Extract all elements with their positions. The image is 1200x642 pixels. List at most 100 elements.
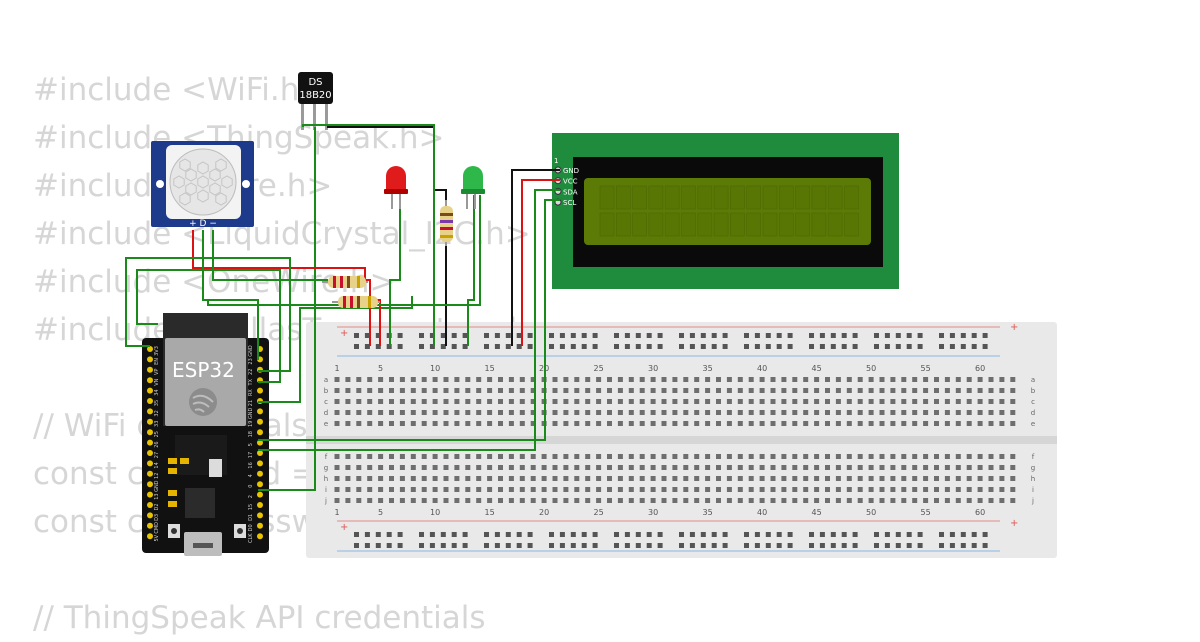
breadboard-hole[interactable] — [912, 388, 918, 393]
rail-hole[interactable] — [592, 532, 598, 537]
rail-hole[interactable] — [689, 532, 695, 537]
breadboard-hole[interactable] — [814, 487, 820, 492]
breadboard-hole[interactable] — [639, 399, 645, 404]
breadboard-hole[interactable] — [421, 476, 427, 481]
rail-hole[interactable] — [884, 543, 890, 548]
breadboard-hole[interactable] — [465, 465, 471, 470]
rail-hole[interactable] — [397, 543, 403, 548]
breadboard-hole[interactable] — [923, 465, 929, 470]
breadboard-hole[interactable] — [716, 410, 721, 415]
breadboard-hole[interactable] — [639, 454, 645, 459]
breadboard-hole[interactable] — [890, 410, 896, 415]
breadboard-hole[interactable] — [716, 487, 721, 492]
breadboard-hole[interactable] — [759, 377, 765, 382]
breadboard-hole[interactable] — [835, 421, 841, 426]
breadboard-hole[interactable] — [356, 465, 362, 470]
breadboard-hole[interactable] — [846, 421, 852, 426]
breadboard-hole[interactable] — [410, 465, 416, 470]
breadboard-hole[interactable] — [694, 421, 700, 426]
rail-hole[interactable] — [494, 333, 500, 338]
breadboard-hole[interactable] — [781, 377, 787, 382]
breadboard-hole[interactable] — [498, 377, 503, 382]
breadboard-hole[interactable] — [923, 498, 929, 503]
breadboard-hole[interactable] — [748, 377, 754, 382]
breadboard-hole[interactable] — [563, 377, 569, 382]
breadboard-hole[interactable] — [683, 465, 689, 470]
esp32-pin[interactable] — [147, 481, 153, 488]
breadboard-hole[interactable] — [389, 476, 394, 481]
breadboard-hole[interactable] — [345, 498, 351, 503]
breadboard-hole[interactable] — [650, 421, 656, 426]
rail-hole[interactable] — [711, 344, 717, 349]
breadboard-hole[interactable] — [443, 465, 449, 470]
rail-hole[interactable] — [462, 532, 468, 537]
breadboard-hole[interactable] — [868, 388, 874, 393]
breadboard-hole[interactable] — [944, 410, 950, 415]
breadboard-hole[interactable] — [508, 377, 514, 382]
rail-hole[interactable] — [635, 344, 641, 349]
rail-hole[interactable] — [570, 344, 576, 349]
breadboard-hole[interactable] — [607, 498, 612, 503]
rail-hole[interactable] — [429, 532, 435, 537]
esp32-pin[interactable] — [257, 502, 263, 508]
esp32-pin[interactable] — [147, 522, 153, 529]
breadboard-hole[interactable] — [988, 421, 994, 426]
breadboard-hole[interactable] — [683, 487, 689, 492]
rail-hole[interactable] — [971, 344, 977, 349]
breadboard-hole[interactable] — [781, 388, 787, 393]
rail-hole[interactable] — [614, 333, 619, 338]
breadboard-hole[interactable] — [345, 377, 351, 382]
breadboard-hole[interactable] — [966, 454, 972, 459]
breadboard-hole[interactable] — [814, 476, 820, 481]
breadboard-hole[interactable] — [367, 465, 373, 470]
breadboard-hole[interactable] — [552, 487, 558, 492]
rail-hole[interactable] — [830, 344, 836, 349]
breadboard-hole[interactable] — [683, 454, 689, 459]
breadboard-hole[interactable] — [1010, 388, 1016, 393]
breadboard-hole[interactable] — [977, 421, 983, 426]
breadboard-hole[interactable] — [530, 410, 536, 415]
rail-hole[interactable] — [375, 532, 381, 537]
breadboard-hole[interactable] — [857, 487, 863, 492]
rail-hole[interactable] — [819, 543, 825, 548]
breadboard-hole[interactable] — [672, 399, 678, 404]
rail-hole[interactable] — [874, 333, 879, 338]
breadboard-hole[interactable] — [879, 388, 885, 393]
rail-hole[interactable] — [364, 543, 370, 548]
breadboard-hole[interactable] — [879, 454, 885, 459]
breadboard-hole[interactable] — [835, 377, 841, 382]
breadboard-hole[interactable] — [367, 377, 373, 382]
breadboard-hole[interactable] — [803, 487, 809, 492]
breadboard-hole[interactable] — [977, 498, 983, 503]
breadboard-hole[interactable] — [334, 454, 340, 459]
breadboard-hole[interactable] — [519, 498, 525, 503]
rail-hole[interactable] — [982, 333, 988, 338]
breadboard-hole[interactable] — [617, 498, 623, 503]
breadboard-hole[interactable] — [912, 454, 918, 459]
breadboard-hole[interactable] — [825, 454, 830, 459]
breadboard-hole[interactable] — [563, 454, 569, 459]
breadboard-hole[interactable] — [399, 454, 405, 459]
rail-hole[interactable] — [549, 532, 554, 537]
breadboard-hole[interactable] — [737, 388, 743, 393]
rail-hole[interactable] — [505, 344, 511, 349]
breadboard-hole[interactable] — [552, 454, 558, 459]
breadboard-hole[interactable] — [476, 476, 482, 481]
esp32-pin[interactable] — [147, 512, 153, 519]
breadboard-hole[interactable] — [1010, 399, 1016, 404]
breadboard-hole[interactable] — [421, 410, 427, 415]
breadboard-hole[interactable] — [683, 498, 689, 503]
rail-hole[interactable] — [787, 543, 793, 548]
breadboard-hole[interactable] — [966, 476, 972, 481]
breadboard-hole[interactable] — [574, 465, 580, 470]
breadboard-hole[interactable] — [955, 410, 961, 415]
breadboard-hole[interactable] — [617, 410, 623, 415]
rail-hole[interactable] — [581, 543, 587, 548]
breadboard-hole[interactable] — [912, 399, 918, 404]
breadboard-hole[interactable] — [541, 498, 547, 503]
rail-hole[interactable] — [949, 532, 955, 537]
breadboard-hole[interactable] — [770, 476, 776, 481]
rail-hole[interactable] — [484, 543, 489, 548]
breadboard-hole[interactable] — [748, 465, 754, 470]
rail-hole[interactable] — [754, 333, 760, 338]
